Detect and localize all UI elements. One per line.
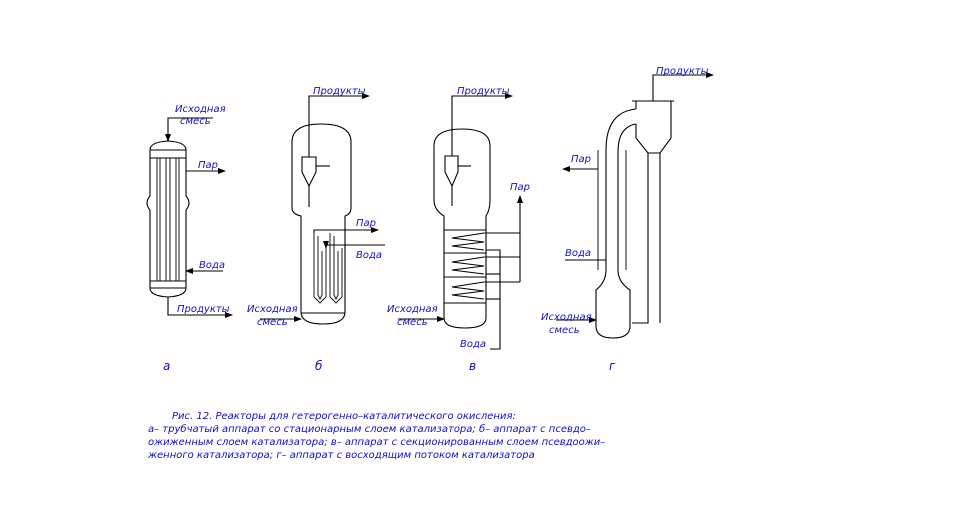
label-b-products: Продукты	[313, 86, 366, 97]
subfigure-g: г	[609, 359, 616, 373]
figure-caption: Рис. 12. Реакторы для гетерогенно–катали…	[147, 411, 605, 461]
label-v-feed-1: Исходная	[387, 304, 438, 315]
label-a-water: Вода	[199, 260, 225, 271]
caption-line-3: ожиженным слоем катализатора; в– аппарат…	[148, 437, 605, 448]
label-b-steam: Пар	[356, 218, 376, 229]
label-g-steam: Пар	[571, 154, 591, 165]
label-a-steam: Пар	[198, 160, 218, 171]
subfigure-b: б	[315, 359, 323, 373]
label-v-products: Продукты	[457, 86, 510, 97]
caption-line-1: Рис. 12. Реакторы для гетерогенно–катали…	[172, 411, 516, 422]
label-g-feed-1: Исходная	[541, 312, 592, 323]
reactor-v-sectioned	[398, 93, 523, 350]
label-v-water: Вода	[460, 339, 486, 350]
label-b-feed-1: Исходная	[247, 304, 298, 315]
label-v-steam: Пар	[510, 182, 530, 193]
label-v-feed-2: смесь	[397, 317, 428, 328]
caption-line-4: женного катализатора; г– аппарат с восхо…	[147, 450, 535, 461]
label-b-water: Вода	[356, 250, 382, 261]
reactor-g-riser	[556, 72, 714, 339]
label-a-feed-2: смесь	[180, 116, 211, 127]
subfigure-letters: а б в г	[163, 359, 616, 373]
reactor-b-fluidized	[260, 93, 385, 325]
labels: Исходная смесь Пар Вода Продукты Продукт…	[175, 66, 709, 350]
subfigure-v: в	[469, 359, 476, 373]
label-b-feed-2: смесь	[257, 317, 288, 328]
caption-line-2: а– трубчатый аппарат со стационарным сло…	[148, 423, 591, 435]
label-a-feed-1: Исходная	[175, 104, 226, 115]
label-a-products: Продукты	[177, 304, 230, 315]
label-g-water: Вода	[565, 248, 591, 259]
label-g-products: Продукты	[656, 66, 709, 77]
subfigure-a: а	[163, 359, 170, 373]
label-g-feed-2: смесь	[549, 325, 580, 336]
reactor-a-tubular	[146, 117, 233, 318]
